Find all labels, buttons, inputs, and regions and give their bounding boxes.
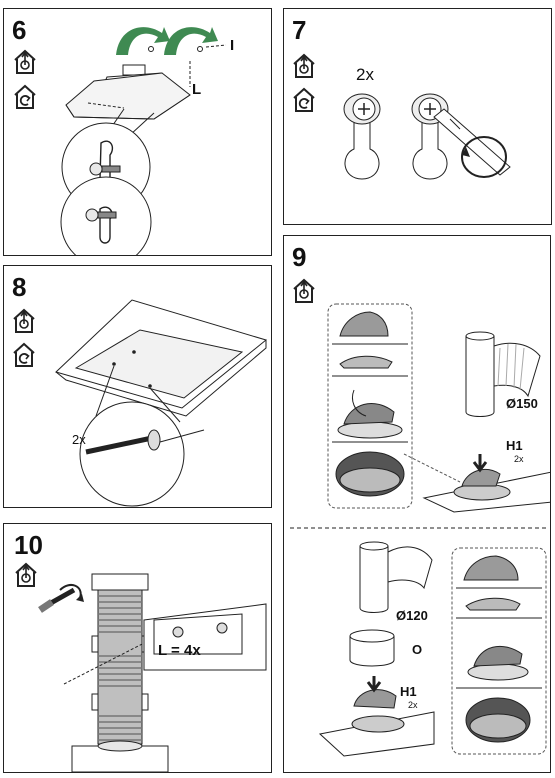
step-10-number: 10 <box>14 530 43 560</box>
h1-label-upper: H1 <box>506 438 523 453</box>
step-7-number: 7 <box>292 15 307 45</box>
diameter-150-label: Ø150 <box>506 396 538 411</box>
l-count-label: L = 4x <box>158 642 201 659</box>
step-7-panel: 7 2x <box>283 8 552 225</box>
step-6-panel: 6 <box>3 8 272 256</box>
step-8-number: 8 <box>12 272 27 302</box>
h1-count-upper: 2x <box>514 454 524 464</box>
step-8-panel: 8 2x <box>3 265 272 508</box>
diameter-120-label: Ø120 <box>396 608 428 623</box>
step-6-number: 6 <box>12 15 27 45</box>
h1-label-lower: H1 <box>400 684 417 699</box>
o-label: O <box>412 642 423 657</box>
step-9-number: 9 <box>292 242 307 272</box>
h1-count-lower: 2x <box>408 700 418 710</box>
screw-count: 2x <box>356 65 374 84</box>
step-10-panel: 10 L = 4x <box>3 523 272 773</box>
label-i: I <box>230 37 235 54</box>
label-l: L <box>192 81 202 98</box>
step-9-panel: 9 <box>283 235 551 773</box>
screw-count: 2x <box>72 432 86 447</box>
